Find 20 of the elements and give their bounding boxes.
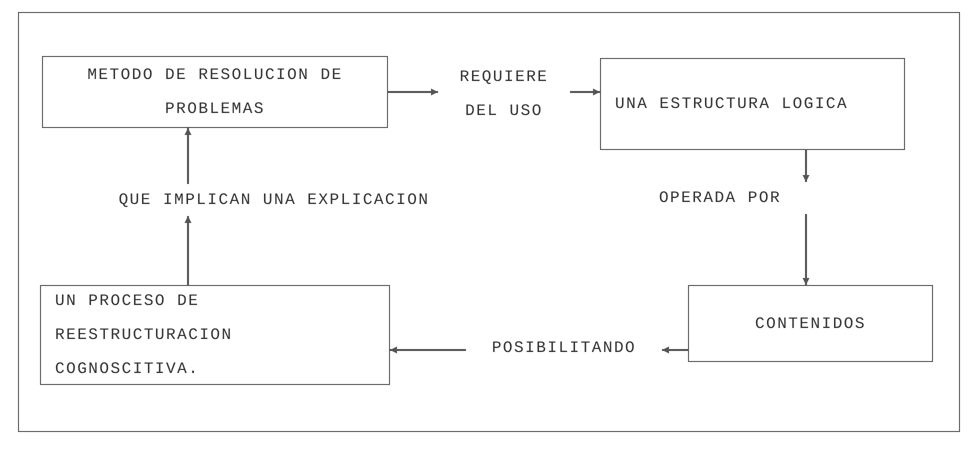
concept-text: QUE IMPLICAN UNA EXPLICACION xyxy=(118,190,430,211)
concept-text: METODO DE RESOLUCION DE PROBLEMAS xyxy=(86,65,344,120)
concept-text: UN PROCESO DE REESTRUCTURACION COGNOSCITIVA. xyxy=(55,291,234,380)
concept-box xyxy=(42,56,388,128)
arrow xyxy=(184,216,192,285)
concept-text: POSIBILITANDO xyxy=(492,338,636,359)
concept-box xyxy=(688,285,933,362)
arrow xyxy=(802,150,810,182)
concept-box xyxy=(600,58,905,150)
concept-box xyxy=(40,285,390,385)
concept-text: CONTENIDOS xyxy=(754,314,866,334)
arrow xyxy=(570,88,600,96)
concept-text: REQUIERE DEL USO xyxy=(458,67,550,122)
concept-text: UNA ESTRUCTURA LOGICA xyxy=(615,94,848,115)
arrow xyxy=(802,214,810,285)
arrow xyxy=(662,346,688,354)
concept-text: OPERADA POR xyxy=(658,188,782,209)
arrow xyxy=(388,88,438,96)
arrow xyxy=(390,346,466,354)
arrow xyxy=(184,128,192,184)
